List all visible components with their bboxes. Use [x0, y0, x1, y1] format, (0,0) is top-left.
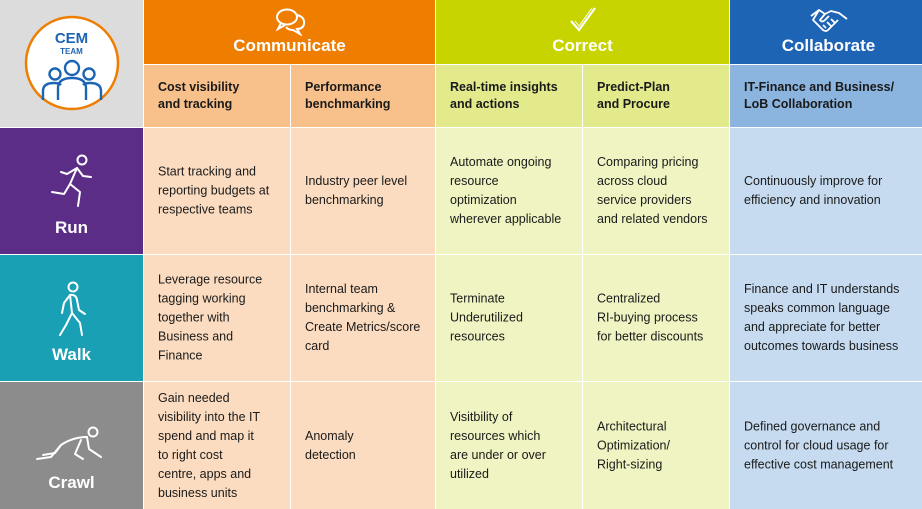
cell-crawl-predict: Architectural Optimization/ Right-sizing [583, 382, 729, 509]
cem-team-logo [24, 15, 120, 111]
running-person-icon [50, 154, 92, 207]
cell-walk-insights: Terminate Underutilized resources [436, 255, 582, 381]
handshake-icon [809, 9, 848, 32]
stage-label: Walk [51, 345, 92, 364]
stage-crawl: Crawl [0, 382, 143, 509]
cell-crawl-benchmark: Anomaly detection [291, 382, 435, 509]
logo-subtitle: TEAM [60, 47, 83, 56]
header-collaborate: Collaborate [730, 0, 922, 64]
header-label: Communicate [233, 36, 346, 55]
cell-run-cost: Start tracking and reporting budgets at … [144, 128, 290, 254]
speech-bubbles-icon [275, 8, 305, 36]
cell-walk-cost: Leverage resource tagging working togeth… [144, 255, 290, 381]
header-label: Correct [552, 36, 613, 55]
cell-run-collaboration: Continuously improve for efficiency and … [730, 128, 922, 254]
header-correct: Correct [436, 0, 729, 64]
checkmark-icon [569, 7, 596, 32]
cell-crawl-cost: Gain needed visibility into the IT spend… [144, 382, 290, 509]
cell-run-benchmark: Industry peer level benchmarking [291, 128, 435, 254]
cell-crawl-insights: Visitbility of resources which are under… [436, 382, 582, 509]
subheader-it-finance: IT-Finance and Business/ LoB Collaborati… [730, 65, 922, 127]
stage-walk: Walk [0, 255, 143, 381]
cell-run-predict: Comparing pricing across cloud service p… [583, 128, 729, 254]
cell-crawl-collaboration: Defined governance and control for cloud… [730, 382, 922, 509]
header-label: Collaborate [781, 36, 876, 55]
stage-run: Run [0, 128, 143, 254]
crawling-person-icon [35, 426, 102, 460]
stage-label: Run [54, 218, 89, 237]
walking-person-icon [58, 281, 86, 336]
stage-label: Crawl [48, 473, 95, 492]
cell-walk-benchmark: Internal team benchmarking & Create Metr… [291, 255, 435, 381]
cell-walk-predict: Centralized RI-buying process for better… [583, 255, 729, 381]
subheader-predict-plan: Predict-Plan and Procure [583, 65, 729, 127]
subheader-cost-visibility: Cost visibility and tracking [144, 65, 290, 127]
logo-cell: CEM TEAM [0, 0, 143, 127]
cell-run-insights: Automate ongoing resource optimization w… [436, 128, 582, 254]
header-communicate: Communicate [144, 0, 435, 64]
subheader-performance-benchmarking: Performance benchmarking [291, 65, 435, 127]
subheader-realtime-insights: Real-time insights and actions [436, 65, 582, 127]
logo-title: CEM [54, 30, 89, 47]
cell-walk-collaboration: Finance and IT understands speaks common… [730, 255, 922, 381]
